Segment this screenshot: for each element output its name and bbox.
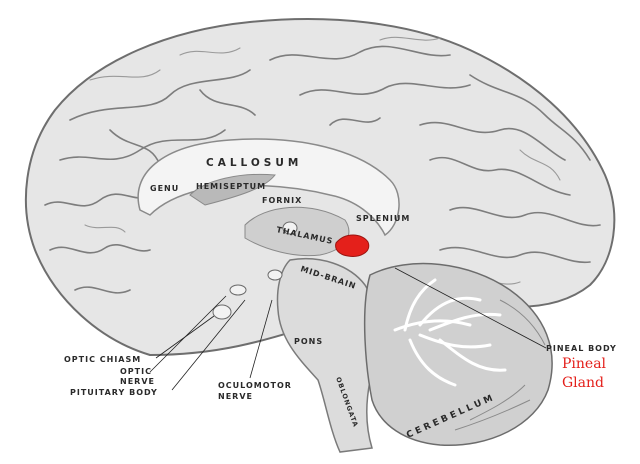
label-splenium: SPLENIUM bbox=[356, 214, 410, 223]
callout-gland: Gland bbox=[562, 375, 604, 391]
label-optic-chiasm: OPTIC CHIASM bbox=[64, 355, 141, 364]
label-pineal-body: PINEAL BODY bbox=[546, 344, 617, 353]
label-pituitary-body: PITUITARY BODY bbox=[70, 388, 158, 397]
pineal-gland bbox=[335, 234, 370, 257]
hemiseptum bbox=[189, 173, 276, 206]
pituitary-shape bbox=[212, 304, 232, 320]
label-hemiseptum: HEMISEPTUM bbox=[196, 182, 266, 191]
brainstem bbox=[276, 258, 378, 453]
label-optic-nerve-line2: NERVE bbox=[120, 377, 155, 386]
label-oculomotor-line1: OCULOMOTOR bbox=[218, 381, 292, 390]
leader-lines bbox=[149, 267, 547, 391]
optic-chiasm-shape bbox=[229, 284, 247, 296]
label-callosum: CALLOSUM bbox=[206, 157, 302, 169]
mammillary-shape bbox=[267, 269, 283, 281]
label-optic-nerve-line1: OPTIC bbox=[120, 367, 152, 376]
label-fornix: FORNIX bbox=[262, 196, 302, 205]
anterior-commissure bbox=[282, 221, 298, 235]
arbor-vitae bbox=[393, 278, 507, 387]
label-genu: GENU bbox=[150, 184, 179, 193]
callout-pineal: Pineal bbox=[562, 356, 607, 372]
label-pons: PONS bbox=[294, 337, 323, 346]
cerebellum-folia bbox=[454, 299, 546, 431]
gyri-pattern bbox=[44, 36, 601, 294]
label-oculomotor-line2: NERVE bbox=[218, 392, 253, 401]
